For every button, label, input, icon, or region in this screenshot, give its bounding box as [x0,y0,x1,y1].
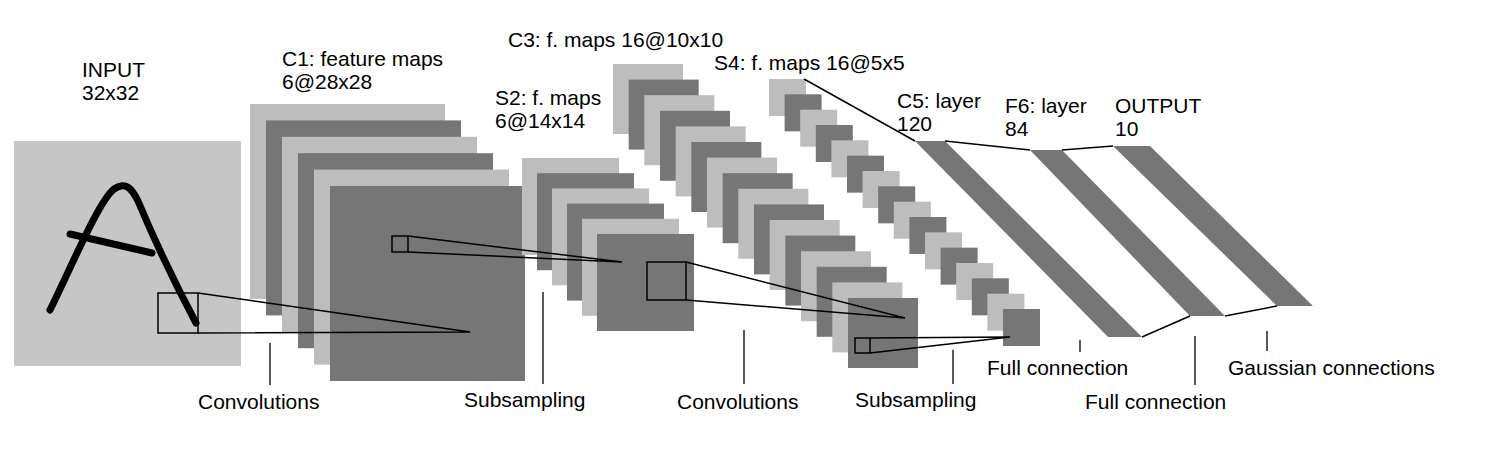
node-shape [1113,146,1313,306]
node-shape [250,104,525,381]
node-shape [1030,150,1225,316]
layer-heading: S4: f. maps 16@5x5 [714,51,985,74]
feature-map-stack: C1: feature maps 6@28x28 [250,104,525,381]
input-plane [14,141,241,366]
node-shape [14,141,241,366]
leader-tick [269,343,270,385]
letter-crossbar [70,234,152,253]
receptive-field [392,236,408,252]
leader-tick [542,292,543,384]
node-shape [915,141,1142,337]
operation-label: Subsampling [855,388,976,411]
operation-label: Convolutions [198,390,319,413]
layer-heading: C1: feature maps 6@28x28 [282,47,460,93]
leader-tick [1079,340,1080,352]
operation-label: Subsampling [464,388,585,411]
feature-map [1003,309,1040,346]
layer-heading: F6: layer 84 [1005,94,1105,140]
operation-label: Full connection [987,356,1128,379]
feature-map [848,298,918,368]
layer-band [1113,146,1313,306]
layer-heading: INPUT 32x32 [82,58,162,104]
feature-map [597,234,694,331]
feature-map-stack: S2: f. maps 6@14x14 [522,158,694,331]
operation-label: Full connection [1085,390,1226,413]
input-image: INPUT 32x32 [14,141,241,366]
layer-heading: C3: f. maps 16@10x10 [508,28,813,51]
leader-tick [952,350,953,384]
operation-label: Gaussian connections [1228,356,1435,379]
operation-label: Convolutions [677,390,798,413]
receptive-field [855,338,870,353]
receptive-field [158,293,198,333]
layer-band: OUTPUT 10 [1113,146,1313,306]
layer-band [1030,150,1225,316]
node-shape [613,64,918,368]
leader-tick [1266,331,1267,351]
feature-map [330,186,525,381]
leader-tick [1194,336,1195,385]
layer-band: F6: layer 84 [1030,150,1225,316]
feature-map-stack: C3: f. maps 16@10x10 [613,64,918,368]
receptive-field [647,262,686,300]
letter-stroke [50,186,196,323]
layer-band: C5: layer 120 [915,141,1142,337]
layer-heading: S2: f. maps 6@14x14 [495,86,619,132]
leader-tick [743,330,744,384]
layer-heading: OUTPUT 10 [1115,94,1223,140]
node-shape [522,158,694,331]
layer-heading: C5: layer 120 [897,89,999,135]
layer-band [915,141,1142,337]
